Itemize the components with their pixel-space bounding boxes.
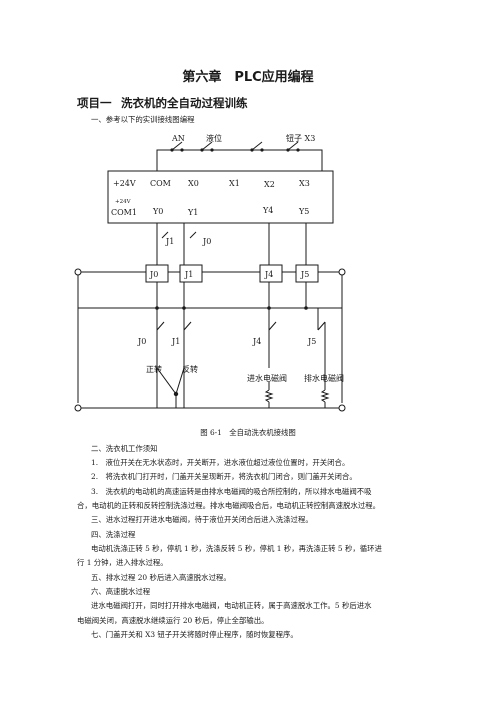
interlock-contact-j1: J1 (165, 237, 174, 246)
relay-coil-j1: J1 (184, 270, 193, 279)
section-1-heading: 一、参考以下的实训接线图编程 (91, 115, 195, 124)
plc-terminal-x2: X2 (264, 180, 275, 189)
spin-paragraph-cont: 电磁阀关闭，高速脱水继续运行 20 秒后，停止全部输出。 (77, 616, 269, 625)
project-number: 项目一 (77, 96, 112, 110)
plc-terminal-y5: Y5 (298, 207, 309, 216)
wash-paragraph-cont: 行 1 分钟，进入排水过程。 (77, 558, 168, 567)
switch-label-an: AN (171, 134, 185, 143)
load-contact-j1: J1 (171, 337, 180, 346)
switch-label-x3: 钮子 X3 (286, 133, 315, 143)
section-3: 三、进水过程打开进水电磁阀，待于液位开关闭合后进入洗涤过程。 (91, 515, 313, 524)
plc-terminal-24v-small: +24V (115, 199, 132, 205)
plc-terminal-24v: +24V (113, 179, 136, 188)
motor-forward-label: 正转 (146, 364, 162, 374)
note-3: 3. 洗衣机的电动机的高速运转是由排水电磁阀的吸合所控制的，所以排水电磁阀不吸 (91, 487, 372, 496)
figure-caption: 图 6-1 全自动洗衣机接线图 (200, 428, 296, 437)
interlock-contact-j0: J0 (202, 237, 211, 246)
plc-terminal-x0: X0 (188, 179, 199, 188)
chapter-title: 第六章 PLC应用编程 (182, 70, 314, 85)
spin-paragraph: 进水电磁阀打开，同时打开排水电磁阀，电动机正转，属于高速脱水工作。5 秒后进水 (91, 601, 372, 610)
section-7: 七、门盖开关和 X3 钮子开关将随时停止程序，随时恢复程序。 (91, 630, 298, 639)
note-2: 2. 将洗衣机门打开时，门盖开关呈现断开，将洗衣机门闭合，则门盖开关闭合。 (91, 472, 357, 481)
plc-terminal-com: COM (150, 179, 171, 188)
plc-terminal-com1: COM1 (111, 208, 137, 217)
plc-terminal-y0: Y0 (152, 207, 163, 216)
relay-coil-j0: J0 (149, 270, 158, 279)
plc-terminal-y1: Y1 (187, 208, 198, 217)
inlet-valve-label: 进水电磁阀 (247, 373, 287, 383)
note-1: 1. 液位开关在无水状态时，开关断开，进水液位超过液位位置时，开关闭合。 (91, 458, 350, 467)
section-6-heading: 六、高速脱水过程 (91, 587, 151, 596)
note-3-cont: 合，电动机的正转和反转控制洗涤过程。排水电磁阀吸合后，电动机正转控制高速脱水过程… (77, 501, 381, 510)
relay-coil-j5: J5 (300, 270, 309, 279)
section-5: 五、排水过程 20 秒后进入高速脱水过程。 (91, 573, 231, 582)
section-2-heading: 二、洗衣机工作须知 (91, 444, 158, 453)
motor-reverse-label: 反转 (182, 364, 198, 374)
plc-terminal-x3: X3 (299, 179, 310, 188)
load-contact-j5: J5 (307, 337, 316, 346)
drain-valve-label: 排水电磁阀 (304, 373, 344, 383)
relay-coil-j4: J4 (264, 270, 273, 279)
load-contact-j0: J0 (137, 337, 146, 346)
load-contact-j4: J4 (252, 337, 261, 346)
wash-paragraph: 电动机洗涤正转 5 秒，停机 1 秒，洗涤反转 5 秒，停机 1 秒，再洗涤正转… (91, 544, 382, 553)
project-title: 洗衣机的全自动过程训练 (121, 96, 248, 110)
switch-label-level: 液位 (206, 133, 222, 143)
section-4-heading: 四、洗涤过程 (91, 530, 136, 539)
plc-terminal-x1: X1 (229, 179, 240, 188)
plc-terminal-y4: Y4 (262, 206, 273, 215)
